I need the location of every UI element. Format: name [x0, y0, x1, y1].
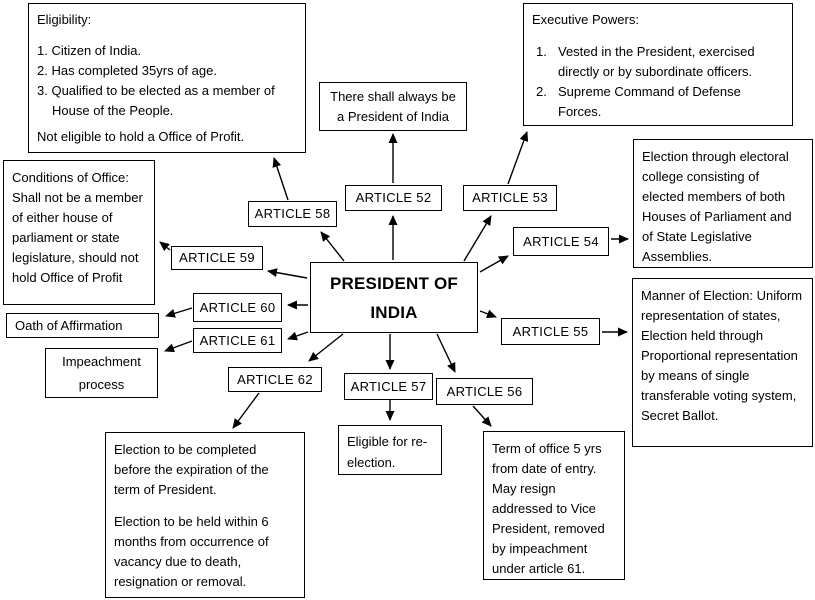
article-53-node: ARTICLE 53 — [463, 185, 557, 211]
executive-item-text: Supreme Command of Defense Forces. — [558, 84, 741, 119]
arrow-center-to-article-56 — [436, 333, 456, 373]
executive-item-text: Vested in the President, exercised direc… — [558, 44, 755, 79]
article-52-node: ARTICLE 52 — [345, 185, 442, 211]
arrow-center-to-article-53 — [463, 215, 492, 262]
article-61-node: ARTICLE 61 — [193, 328, 282, 353]
conditions-of-office-note: Conditions of Office: Shall not be a mem… — [3, 160, 155, 305]
executive-item-number: 1. — [536, 44, 547, 59]
term-of-office-note: Term of office 5 yrs from date of entry.… — [483, 431, 625, 580]
arrow-article-60-to-note — [165, 307, 193, 318]
arrow-article-61-to-note — [164, 340, 193, 353]
article-55-node: ARTICLE 55 — [501, 318, 600, 345]
eligibility-item: 1. Citizen of India. — [37, 43, 142, 58]
arrow-article-58-to-note — [272, 157, 289, 201]
arrow-center-to-article-54 — [479, 255, 509, 273]
article-59-node: ARTICLE 59 — [171, 246, 263, 270]
article-62-node: ARTICLE 62 — [228, 367, 322, 392]
eligibility-title: Eligibility: — [37, 12, 92, 27]
oath-of-affirmation-note: Oath of Affirmation — [6, 313, 159, 338]
arrow-center-to-article-55 — [479, 309, 497, 319]
arrow-center-to-article-61 — [287, 331, 309, 341]
reelection-note: Eligible for re-election. — [338, 425, 442, 475]
arrow-article-62-to-note — [232, 392, 260, 429]
eligibility-note: Eligibility: 1. Citizen of India. 2. Has… — [28, 3, 306, 153]
arrow-article-59-to-note — [159, 241, 171, 252]
impeachment-process-note: Impeachment process — [45, 348, 158, 398]
arrow-center-to-article-58 — [320, 231, 345, 262]
eligibility-item: 2. Has completed 35yrs of age. — [37, 63, 217, 78]
election-timing-para1: Election to be completed before the expi… — [114, 442, 269, 497]
executive-powers-note: Executive Powers: 1. Vested in the Presi… — [523, 3, 793, 126]
article-56-node: ARTICLE 56 — [436, 378, 533, 405]
article-58-node: ARTICLE 58 — [248, 201, 337, 227]
arrow-center-to-article-59 — [267, 268, 308, 279]
eligibility-item: 3. Qualified to be elected as a member o… — [37, 83, 275, 118]
executive-powers-title: Executive Powers: — [532, 12, 639, 27]
arrow-article-56-to-note — [472, 405, 492, 427]
article-60-node: ARTICLE 60 — [193, 293, 282, 322]
eligibility-footer: Not eligible to hold a Office of Profit. — [37, 129, 245, 144]
manner-of-election-note: Manner of Election: Uniform representati… — [632, 278, 813, 447]
president-of-india-node: PRESIDENT OF INDIA — [310, 262, 478, 333]
article-54-node: ARTICLE 54 — [513, 227, 609, 256]
article-57-node: ARTICLE 57 — [344, 373, 433, 400]
always-president-note: There shall always be a President of Ind… — [319, 82, 467, 131]
executive-item-number: 2. — [536, 84, 547, 99]
election-timing-para2: Election to be held within 6 months from… — [114, 514, 269, 589]
arrow-center-to-article-62 — [308, 333, 344, 362]
arrow-article-53-to-note — [507, 131, 529, 185]
electoral-college-note: Election through electoral college consi… — [633, 139, 813, 268]
election-timing-note: Election to be completed before the expi… — [105, 432, 305, 598]
